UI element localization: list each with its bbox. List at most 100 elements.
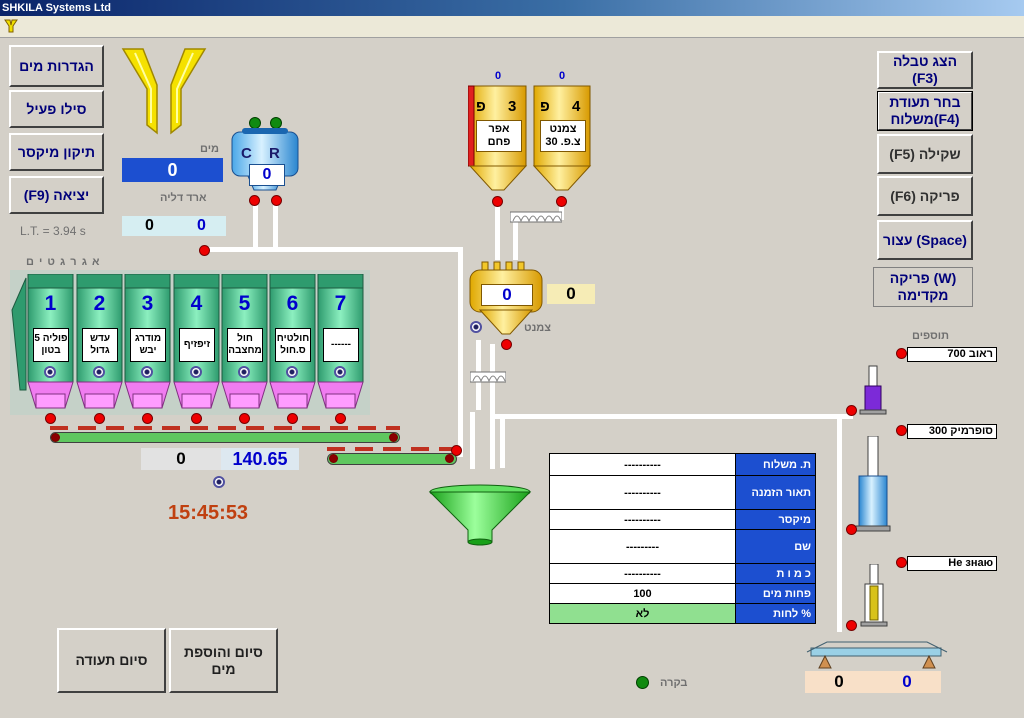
- table-key: תאור הזמנה: [735, 475, 816, 510]
- silo-number: 6: [286, 292, 299, 315]
- cement-label: צמנט: [524, 322, 551, 334]
- scale-target-icon[interactable]: [213, 476, 225, 488]
- silo-target-icon[interactable]: [286, 366, 298, 378]
- additive-valve-dot: [896, 557, 907, 568]
- table-row: ----------כ מ ו ת: [549, 563, 816, 584]
- silo-number: 4: [190, 292, 203, 315]
- table-key: לחות %: [735, 603, 816, 624]
- silo-number: 1: [44, 292, 57, 315]
- delivery-info-table: ----------ת. משלוח----------תאור הזמנה--…: [549, 453, 816, 624]
- silo-target-icon[interactable]: [44, 366, 56, 378]
- pipe: [490, 344, 495, 469]
- pipe: [253, 199, 258, 249]
- screw-conveyor-icon: [510, 211, 562, 223]
- pipe: [495, 414, 853, 419]
- table-value: 100: [549, 583, 736, 604]
- window-title: SHKILA Systems Ltd: [0, 0, 1024, 16]
- bucket-label: ארד דליה: [160, 192, 207, 204]
- table-value: ---------: [549, 529, 736, 564]
- silo-material-name: חול מחצבה: [227, 328, 263, 362]
- unloading-button[interactable]: (F6) פריקה: [877, 176, 973, 216]
- cement-silo-name: אפר פחם: [476, 120, 522, 152]
- table-value: ----------: [549, 475, 736, 510]
- silo-target-icon[interactable]: [141, 366, 153, 378]
- silo-target-icon[interactable]: [334, 366, 346, 378]
- silo-target-icon[interactable]: [190, 366, 202, 378]
- app-logo-icon[interactable]: [4, 19, 18, 33]
- shkila-logo-icon: [121, 48, 207, 135]
- tank-r-label: R: [269, 145, 280, 162]
- mixer-repair-button[interactable]: תיקון מיקסר: [9, 133, 104, 171]
- additive-valve-dot: [896, 348, 907, 359]
- finish-cert-button[interactable]: סיום תעודה: [57, 628, 166, 693]
- pre-unload-button[interactable]: פריקה (W) מקדימה: [873, 267, 973, 307]
- silo-number: 7: [334, 292, 347, 315]
- cement-scale-value2: 0: [547, 284, 595, 304]
- screw-conveyor-icon: [470, 371, 506, 383]
- table-value: לא: [549, 603, 736, 624]
- additive-label-1: ראוב 700: [907, 347, 997, 362]
- silo-gate-dot: [94, 413, 105, 424]
- additive-label-2: סופרמיק 300: [907, 424, 997, 439]
- silo-number: 2: [93, 292, 106, 315]
- menu-bar: [0, 16, 1024, 38]
- tank-c-label: C: [241, 145, 252, 162]
- additive-label-3: Не знаю: [907, 556, 997, 571]
- table-value: ----------: [549, 453, 736, 476]
- silo-gate-dot: [45, 413, 56, 424]
- table-row: ---------שם: [549, 529, 816, 564]
- valve-dot: [271, 195, 282, 206]
- table-value: ----------: [549, 563, 736, 584]
- exit-button[interactable]: (F9) יציאה: [9, 176, 104, 214]
- finish-add-water-button[interactable]: סיום והוספת מים: [169, 628, 278, 693]
- stop-button[interactable]: עצור (Space): [877, 220, 973, 260]
- silo-number: 3: [141, 292, 154, 315]
- additive-tank-1-icon: [859, 365, 887, 415]
- silo-number: 5: [238, 292, 251, 315]
- silo-gate-dot: [191, 413, 202, 424]
- additive-outlet-dot: [846, 524, 857, 535]
- table-row: ----------תאור הזמנה: [549, 475, 816, 510]
- aggregate-silo-6[interactable]: 6 חולטיח ס.חול: [269, 274, 316, 410]
- water-value: 0: [122, 158, 223, 182]
- valve-dot: [492, 196, 503, 207]
- silo-target-icon[interactable]: [93, 366, 105, 378]
- aggregate-silo-7[interactable]: 7 ------: [317, 274, 364, 410]
- pipe: [500, 418, 505, 468]
- pipe: [837, 414, 842, 632]
- show-table-button[interactable]: הצג טבלה (F3): [877, 51, 973, 89]
- water-settings-button[interactable]: הגדרות מים: [9, 45, 104, 87]
- silo-gate-dot: [287, 413, 298, 424]
- table-row: ----------מיקסר: [549, 509, 816, 530]
- silo-target-icon[interactable]: [238, 366, 250, 378]
- control-status-indicator: [636, 676, 649, 689]
- additive-tank-2-icon: [855, 436, 891, 532]
- weighing-button[interactable]: (F5) שקילה: [877, 134, 973, 174]
- load-time-label: L.T. = 3.94 s: [20, 224, 86, 238]
- conveyor-roller: [51, 433, 60, 442]
- cement-target-icon[interactable]: [470, 321, 482, 333]
- table-key: מיקסר: [735, 509, 816, 530]
- silo-material-name: חולטיח ס.חול: [275, 328, 311, 362]
- aggregate-silo-5[interactable]: 5 חול מחצבה: [221, 274, 268, 410]
- active-silo-button[interactable]: סילו פעיל: [9, 90, 104, 128]
- silo-gate-dot: [142, 413, 153, 424]
- aggregate-scale-left: 0: [141, 448, 221, 470]
- silo-material-name: ------: [323, 328, 359, 362]
- valve-dot: [556, 196, 567, 207]
- aggregates-label: א ג ר ג ט י ם: [26, 256, 101, 268]
- table-key: ת. משלוח: [735, 453, 816, 476]
- aggregate-scale-right: 140.65: [221, 448, 299, 470]
- table-key: שם: [735, 529, 816, 564]
- valve-dot: [501, 339, 512, 350]
- choose-delivery-cert-button[interactable]: בחר תעודת משלוח(F4): [877, 91, 973, 131]
- pipe: [495, 200, 500, 260]
- valve-dot: [249, 195, 260, 206]
